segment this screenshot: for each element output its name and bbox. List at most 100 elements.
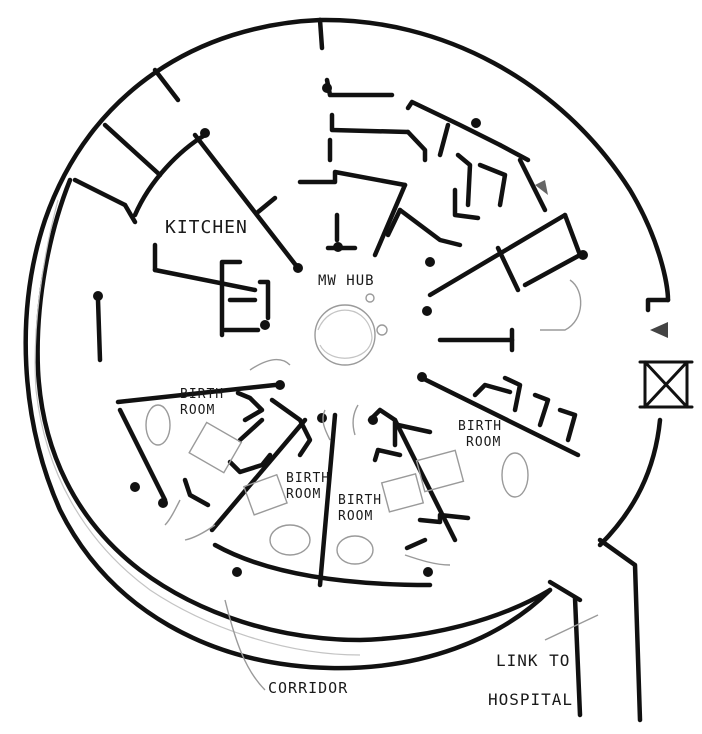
- se-room-4: [557, 407, 578, 443]
- hub-sketch-small: [365, 293, 375, 303]
- hub-label: MW HUB: [318, 273, 375, 289]
- corridor-leader: [224, 599, 266, 691]
- link-wall-2: [572, 595, 583, 718]
- hub-sketch-small: [376, 324, 388, 336]
- s-bed-2: [415, 449, 465, 493]
- flow-arrow: [184, 524, 216, 541]
- flow-arrow: [322, 409, 331, 441]
- flow-arrow: [164, 499, 181, 526]
- ne-room-7: [397, 207, 463, 248]
- birth-room-1-label-b: ROOM: [180, 403, 215, 418]
- s-room-6: [404, 537, 428, 551]
- se-diagonal: [419, 375, 581, 458]
- sw-room-5: [227, 452, 273, 475]
- s-room-4: [392, 417, 458, 543]
- ne-room-6: [452, 187, 481, 221]
- outer-wall: [23, 17, 553, 671]
- door-dot: [417, 372, 427, 382]
- sw-bed-1: [188, 421, 243, 474]
- north-room-2: [329, 112, 411, 135]
- sw-room-6: [182, 477, 211, 508]
- west-wall: [95, 297, 103, 363]
- birth-room-4-label-a: BIRTH: [458, 419, 502, 434]
- kitchen-label: KITCHEN: [165, 217, 248, 238]
- south-arc-wall: [212, 542, 433, 588]
- ne-curve: [517, 157, 548, 213]
- door-dot: [260, 320, 270, 330]
- door-dot: [333, 242, 343, 252]
- door-dot: [275, 380, 285, 390]
- ne-room-1: [405, 99, 503, 148]
- door-dot: [471, 118, 481, 128]
- door-dot: [130, 482, 140, 492]
- nw-radial-1: [152, 67, 181, 103]
- sw-bath-2: [269, 524, 311, 556]
- door-dot: [293, 263, 303, 273]
- birth-room-1-label-a: BIRTH: [180, 387, 224, 402]
- sw-room-4: [209, 417, 308, 533]
- east-pencil-fixture: [540, 279, 582, 331]
- central-wall: [317, 412, 338, 588]
- door-dot: [425, 257, 435, 267]
- flow-arrow: [249, 358, 291, 371]
- birth-room-4-label-b: ROOM: [466, 435, 501, 450]
- se-bath: [501, 452, 529, 498]
- sw-bath-1: [145, 404, 171, 446]
- nw-radial-2: [102, 122, 163, 178]
- ne-room-3: [455, 152, 473, 208]
- kitchen-fixture-4: [257, 279, 271, 321]
- north-wall-stub: [317, 17, 325, 51]
- link-pointer: [544, 614, 599, 641]
- east-room: [522, 212, 583, 288]
- link-label-a: LINK TO: [496, 651, 570, 670]
- corridor-inner-wall: [35, 177, 553, 643]
- se-room-1: [472, 382, 513, 398]
- sw-room-1: [235, 390, 265, 423]
- east-entrance-wall: [645, 297, 671, 313]
- north-room-3: [405, 129, 428, 163]
- east-diagonal: [427, 212, 568, 298]
- entrance-box-x2: [643, 360, 689, 409]
- sw-west-wall: [117, 407, 168, 503]
- link-wall-3: [597, 537, 643, 723]
- ne-room-5: [497, 142, 531, 163]
- entrance-arrow: [650, 322, 668, 338]
- s-bed: [380, 472, 425, 513]
- east-stub: [495, 245, 521, 293]
- flow-arrow: [404, 554, 451, 566]
- se-room-3: [532, 392, 551, 428]
- ne-room-4: [477, 162, 508, 208]
- s-bath: [336, 535, 374, 565]
- door-dot: [322, 83, 332, 93]
- door-dot: [93, 291, 103, 301]
- sw-bed-2: [242, 473, 288, 516]
- s-room-3: [372, 447, 403, 463]
- birth-room-2-label-b: ROOM: [286, 487, 321, 502]
- kitchen-fixture-3: [219, 259, 243, 338]
- outer-wall-east: [317, 17, 671, 303]
- nw-stub-1: [122, 202, 138, 225]
- birth-room-3-label-b: ROOM: [338, 509, 373, 524]
- door-dot: [200, 128, 210, 138]
- link-label-b: HOSPITAL: [488, 690, 573, 709]
- door-dot: [232, 567, 242, 577]
- nw-radial-3: [72, 177, 128, 208]
- hub-sketch: [314, 304, 376, 366]
- sw-room-3: [237, 417, 265, 443]
- kitchen-fixture-2: [152, 267, 258, 293]
- ne-room-8: [385, 207, 403, 238]
- s-room-1: [367, 407, 398, 448]
- sw-diagonal-1: [115, 382, 278, 405]
- door-dot: [423, 567, 433, 577]
- door-dot: [578, 250, 588, 260]
- se-room-2: [502, 375, 523, 413]
- hub-sketch-detail: [317, 309, 373, 359]
- outer-wall-southeast: [597, 417, 663, 548]
- flow-arrow: [352, 404, 359, 436]
- ne-room-2: [437, 122, 451, 158]
- corridor-pencil: [34, 199, 361, 656]
- birth-room-3-label-a: BIRTH: [338, 493, 382, 508]
- door-dot: [317, 413, 327, 423]
- north-room-1: [324, 77, 395, 98]
